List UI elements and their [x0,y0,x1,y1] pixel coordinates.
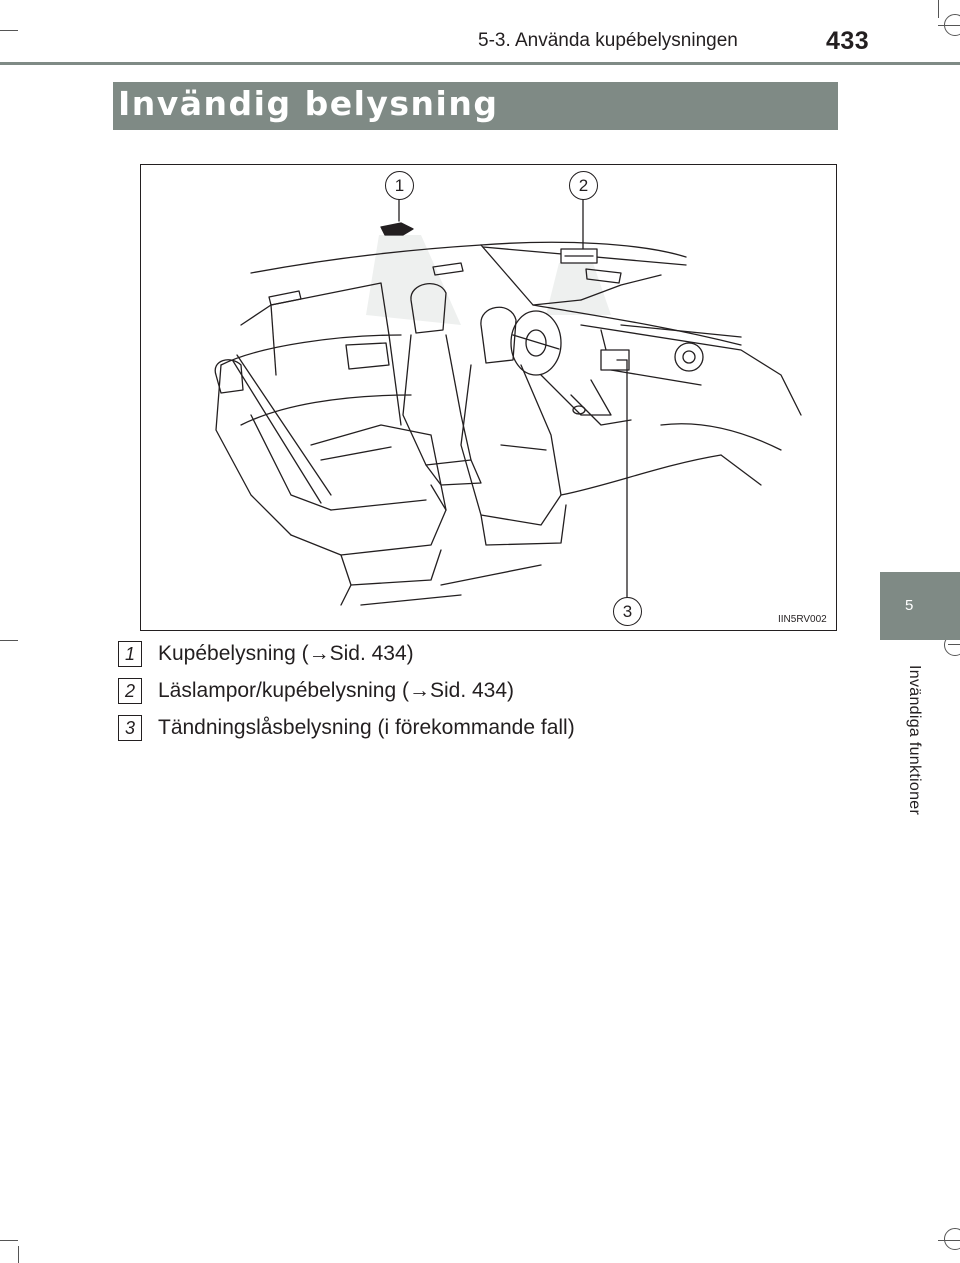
legend-item: 3 Tändningslåsbelysning (i förekommande … [118,715,575,741]
chapter-tab [880,572,960,640]
page-title: Invändig belysning [118,84,499,123]
page-number: 433 [826,27,870,55]
callout-1: 1 [385,171,414,200]
title-bar [113,82,838,130]
section-title: 5-3. Använda kupébelysningen [478,30,738,51]
callout-3: 3 [613,597,642,626]
header-rule [0,62,960,65]
chapter-label: Invändiga funktioner [906,665,923,816]
figure-code: IIN5RV002 [778,614,827,625]
interior-illustration: 1 2 3 [140,164,837,631]
chapter-number: 5 [905,597,914,614]
legend-item: 1 Kupébelysning (→Sid. 434) [118,641,414,667]
crop-mark [0,1240,18,1241]
crop-mark [938,0,939,18]
car-interior-drawing [214,197,802,606]
legend-item: 2 Läslampor/kupébelysning (→Sid. 434) [118,678,514,704]
legend-text: Kupébelysning (→Sid. 434) [158,642,414,665]
callout-2: 2 [569,171,598,200]
legend-number: 1 [118,641,142,667]
registration-mark [944,1228,960,1250]
crop-mark [18,1246,19,1263]
legend-number: 3 [118,715,142,741]
legend-text: Läslampor/kupébelysning (→Sid. 434) [158,679,515,702]
legend-text: Tändningslåsbelysning (i förekommande fa… [158,716,575,739]
legend-number: 2 [118,678,142,704]
crop-mark [938,25,960,26]
crop-mark [938,1240,960,1241]
crop-mark [948,644,960,645]
crop-mark [0,30,18,31]
crop-mark [0,640,18,641]
